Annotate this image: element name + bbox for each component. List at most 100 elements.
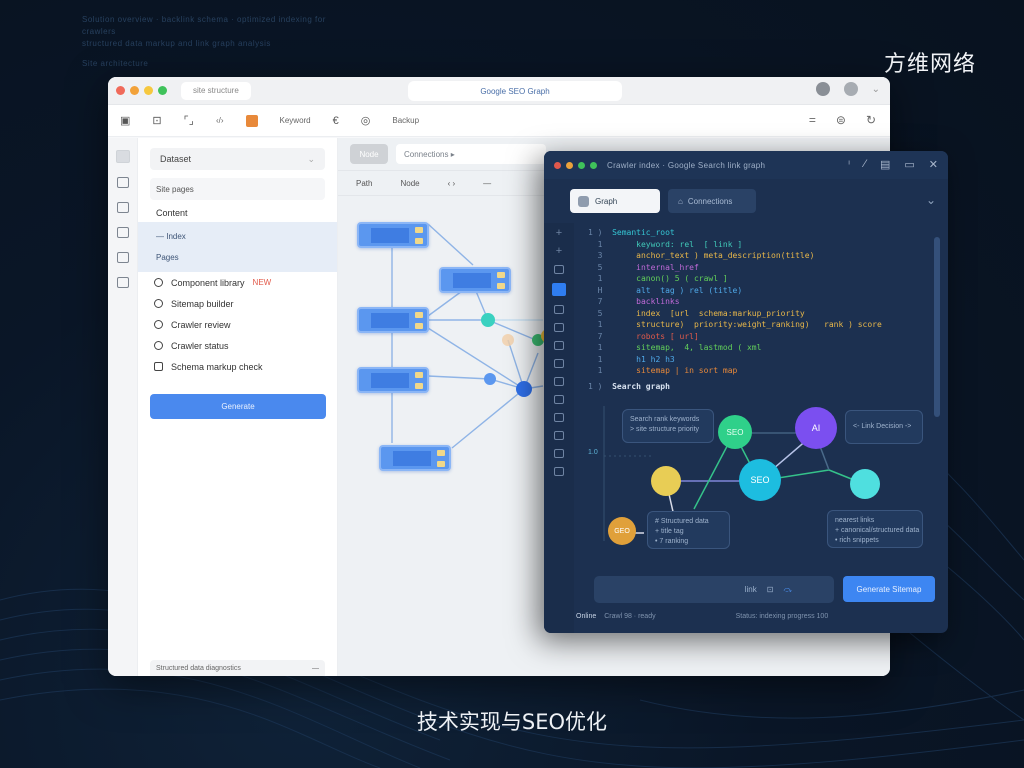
code-editor[interactable]: 1 ) Semantic_root 1 keyword: rel [ link … bbox=[588, 227, 882, 392]
add-icon[interactable]: + bbox=[555, 245, 563, 257]
slide-caption: 技术实现与SEO优化 bbox=[416, 710, 608, 734]
tab-graph[interactable]: Graph bbox=[570, 189, 660, 213]
zoom-window-button[interactable] bbox=[144, 86, 153, 95]
connections-search-input[interactable]: Connections ▸ bbox=[396, 144, 546, 164]
graph-view-icon[interactable] bbox=[552, 283, 566, 296]
y-axis-label: 1.0 bbox=[588, 449, 598, 456]
panel-tabs: Graph ⌂ Connections ⌄ bbox=[544, 179, 948, 223]
page-node-card[interactable] bbox=[357, 307, 429, 333]
graph-node-ai[interactable]: AI bbox=[795, 407, 837, 449]
status-crawl: Crawl 98 · ready bbox=[604, 613, 656, 620]
minimize-panel-button[interactable] bbox=[566, 161, 573, 169]
link-icon[interactable] bbox=[554, 265, 564, 274]
info-icon[interactable]: ⁱ bbox=[848, 159, 851, 171]
sidebar-item-schema-check[interactable]: Schema markup check bbox=[150, 356, 325, 377]
code-line: H alt tag ) rel (title) bbox=[588, 285, 743, 295]
minimize-window-button[interactable] bbox=[130, 86, 139, 95]
node-label[interactable]: Node bbox=[400, 178, 420, 188]
graph-node-seo[interactable]: SEO bbox=[718, 415, 752, 449]
refresh-icon[interactable]: ↻ bbox=[865, 113, 876, 127]
dataset-select[interactable]: Dataset ⌄ bbox=[150, 148, 325, 170]
address-bar[interactable]: Google SEO Graph bbox=[408, 81, 622, 101]
minus-box-icon[interactable] bbox=[554, 359, 564, 368]
prompt-input[interactable]: link ⊡ ⤼ bbox=[594, 576, 834, 603]
zoom-panel-button[interactable] bbox=[578, 161, 585, 169]
tab-connections[interactable]: ⌂ Connections bbox=[668, 189, 756, 213]
layout-icon[interactable]: ▣ bbox=[120, 115, 131, 127]
site-link-graph bbox=[391, 223, 548, 449]
chevron-down-icon[interactable]: ⌄ bbox=[925, 193, 936, 207]
code-icon[interactable]: ‹/› bbox=[215, 116, 224, 125]
browser-tab[interactable]: site structure bbox=[181, 81, 251, 100]
node-button[interactable]: Node bbox=[350, 144, 388, 164]
graph-node-seo-center[interactable]: SEO bbox=[739, 459, 781, 501]
code-scrollbar[interactable] bbox=[934, 237, 940, 417]
refresh-icon[interactable] bbox=[554, 413, 564, 422]
sidebar-subitem-pages[interactable]: Pages bbox=[156, 253, 179, 262]
page-node-card[interactable] bbox=[379, 445, 451, 471]
sidebar-item-crawler-review[interactable]: Crawler review bbox=[150, 314, 325, 335]
save-icon[interactable]: ▤ bbox=[879, 159, 891, 171]
layers-icon[interactable] bbox=[116, 202, 129, 213]
users-icon[interactable] bbox=[554, 305, 564, 314]
sidebar-item-crawler-status[interactable]: Crawler status bbox=[150, 335, 325, 356]
image-icon[interactable]: ⊡ bbox=[766, 585, 774, 594]
add-icon[interactable]: + bbox=[555, 227, 563, 239]
fullscreen-window-button[interactable] bbox=[158, 86, 167, 95]
message-icon[interactable]: ⊜ bbox=[835, 113, 846, 127]
book-icon[interactable] bbox=[554, 395, 564, 404]
sidebar-group-heading[interactable]: Content bbox=[156, 208, 188, 218]
pager-arrows[interactable]: ‹ › bbox=[447, 178, 456, 188]
columns-icon[interactable] bbox=[116, 277, 129, 288]
section-heading: 1 ) Search graph bbox=[588, 381, 670, 391]
export-icon[interactable] bbox=[245, 114, 258, 127]
preview-icon[interactable]: ⊡ bbox=[152, 115, 162, 127]
graph-node-geo[interactable]: GEO bbox=[608, 517, 636, 545]
grid-icon[interactable] bbox=[116, 252, 129, 263]
minus-icon[interactable]: — bbox=[312, 664, 319, 672]
inbox-icon[interactable] bbox=[116, 177, 129, 188]
info-box-nearest-links: nearest links + canonical/structured dat… bbox=[827, 510, 923, 548]
graph-node-yellow[interactable] bbox=[651, 466, 681, 496]
history-icon[interactable]: € bbox=[332, 114, 339, 127]
generate-sitemap-button[interactable]: Generate Sitemap bbox=[843, 576, 935, 602]
graph-node-cyan[interactable] bbox=[850, 469, 880, 499]
left-icon-rail bbox=[108, 138, 138, 676]
sidebar-subitem-index[interactable]: — Index bbox=[156, 232, 186, 241]
chat-icon[interactable]: ▭ bbox=[904, 159, 915, 171]
sidebar-item-sitemap-builder[interactable]: Sitemap builder bbox=[150, 293, 325, 314]
sidebar-item-component-library[interactable]: Component library NEW bbox=[150, 272, 325, 293]
bulb-icon bbox=[154, 278, 163, 287]
sidebar-search-input[interactable]: Site pages bbox=[150, 178, 325, 200]
settings-icon[interactable] bbox=[843, 82, 858, 96]
list-icon[interactable] bbox=[116, 227, 129, 238]
window-icon[interactable] bbox=[554, 341, 564, 350]
more-dash[interactable]: — bbox=[483, 178, 492, 188]
send-icon[interactable]: ⤼ bbox=[783, 584, 792, 594]
close-window-button[interactable] bbox=[116, 86, 125, 95]
menu-icon[interactable]: = bbox=[808, 113, 816, 127]
keyword-dropdown[interactable]: Keyword bbox=[279, 116, 311, 125]
close-panel-button[interactable] bbox=[554, 161, 561, 169]
path-label[interactable]: Path bbox=[356, 178, 373, 188]
frame-icon[interactable]: ⌜⌟ bbox=[183, 115, 194, 127]
file-icon[interactable] bbox=[554, 323, 564, 332]
chevron-down-icon[interactable]: ⌄ bbox=[871, 83, 880, 95]
page-node-card[interactable] bbox=[439, 267, 511, 293]
account-icon[interactable] bbox=[815, 82, 830, 96]
close-icon[interactable]: ✕ bbox=[928, 159, 938, 171]
backup-menu[interactable]: Backup bbox=[392, 116, 420, 125]
bag-icon[interactable] bbox=[554, 467, 564, 476]
panel-icon[interactable] bbox=[115, 150, 130, 163]
timer-icon[interactable]: ◎ bbox=[360, 115, 371, 127]
fullscreen-panel-button[interactable] bbox=[590, 161, 597, 169]
generate-button[interactable]: Generate bbox=[150, 394, 326, 419]
edit-icon[interactable]: ⁄ bbox=[864, 158, 866, 170]
page-icon[interactable] bbox=[554, 431, 564, 440]
page-node-card[interactable] bbox=[357, 222, 429, 248]
page-node-card[interactable] bbox=[357, 367, 429, 393]
panel-icon-rail: + + bbox=[544, 223, 574, 633]
doc-icon[interactable] bbox=[554, 377, 564, 386]
car-icon[interactable] bbox=[554, 449, 564, 458]
sidebar-footer[interactable]: Structured data diagnostics — bbox=[150, 660, 325, 676]
